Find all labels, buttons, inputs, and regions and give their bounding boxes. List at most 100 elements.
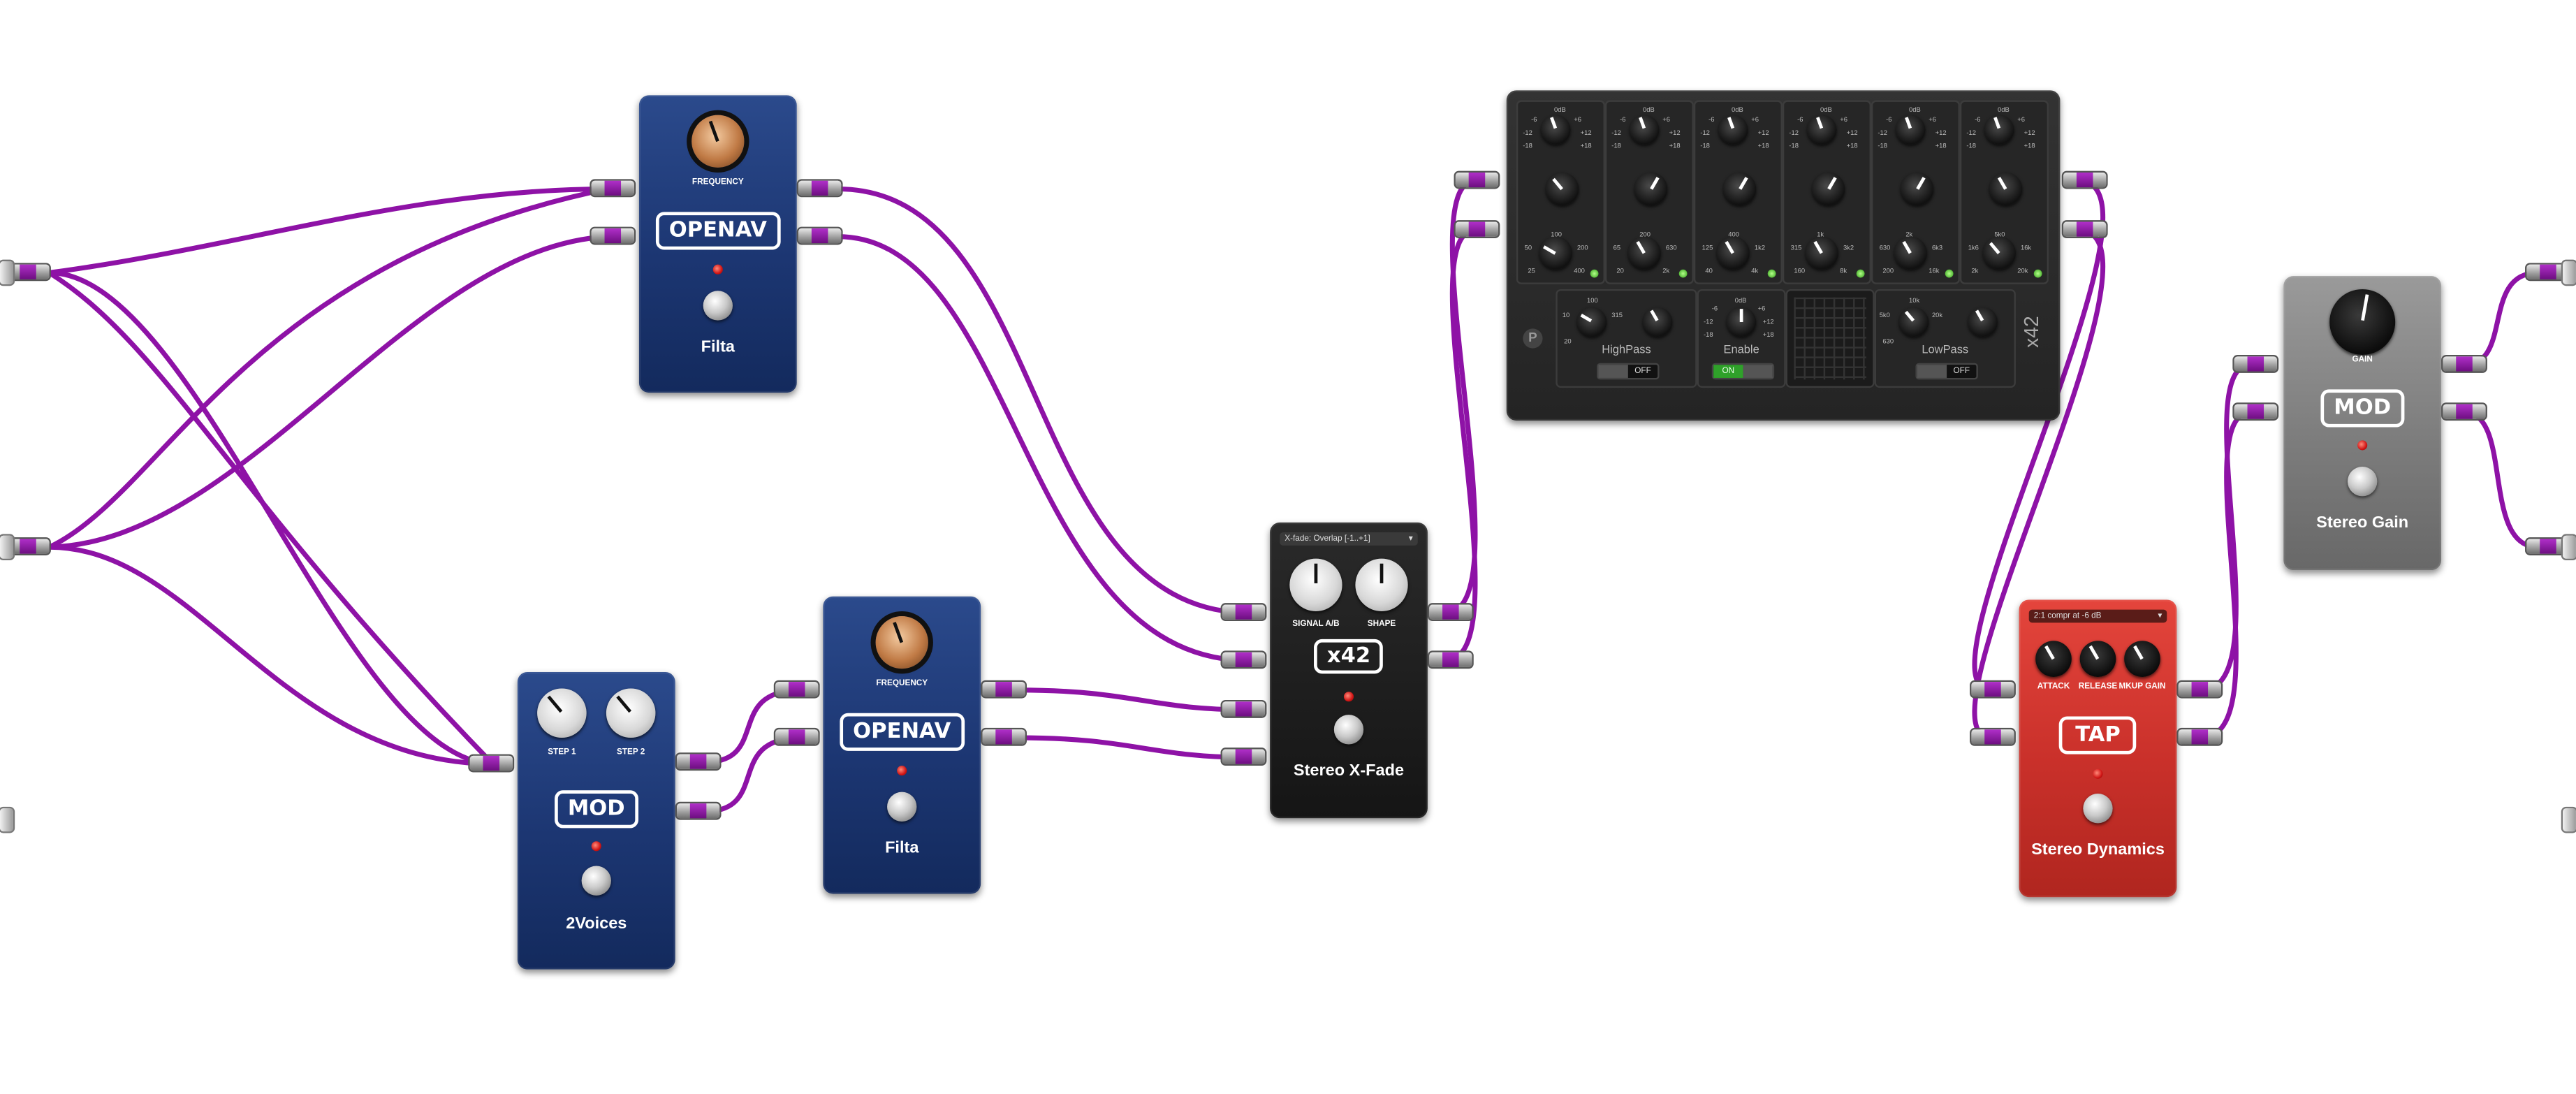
band-enable-led[interactable]	[1678, 269, 1688, 278]
filta-bottom-pedal[interactable]: FREQUENCY OPENAV Filta	[823, 596, 981, 894]
band-freq-knob[interactable]	[1894, 236, 1927, 270]
playback-2-port[interactable]	[2563, 535, 2576, 559]
cable[interactable]	[2461, 270, 2541, 367]
bypass-footswitch[interactable]	[2348, 466, 2378, 497]
band-gain-knob[interactable]	[1718, 115, 1748, 145]
dynamics-out-1[interactable]	[2178, 682, 2221, 697]
filta-top-out-1[interactable]	[798, 180, 842, 196]
dynamics-in-1[interactable]	[1971, 682, 2014, 697]
frequency-knob[interactable]	[691, 115, 745, 168]
band-gain-knob[interactable]	[1896, 115, 1926, 145]
band-freq-knob[interactable]	[1539, 236, 1572, 270]
release-knob[interactable]	[2079, 641, 2116, 678]
cable[interactable]	[835, 186, 1252, 615]
filta-top-pedal[interactable]: FREQUENCY OPENAV Filta	[638, 95, 797, 393]
cable[interactable]	[47, 186, 610, 275]
band-bandwidth-knob[interactable]	[1634, 172, 1668, 205]
preset-selector[interactable]: 2:1 compr at -6 dB▾	[2028, 609, 2167, 623]
playback-1-port[interactable]	[2563, 261, 2576, 284]
bypass-footswitch[interactable]	[581, 866, 611, 896]
xfade-in-2[interactable]	[1222, 652, 1266, 667]
filta-bottom-in-2[interactable]	[775, 729, 819, 745]
band-freq-knob[interactable]	[1982, 236, 2016, 270]
enable-toggle[interactable]: ON	[1711, 363, 1775, 380]
step-1-knob[interactable]	[537, 688, 587, 738]
band-enable-led[interactable]	[1767, 269, 1776, 278]
cable[interactable]	[1972, 227, 2106, 741]
cable[interactable]	[2199, 362, 2253, 693]
dynamics-out-2[interactable]	[2178, 729, 2221, 745]
capture-2-port[interactable]	[0, 535, 13, 559]
attack-knob[interactable]	[2035, 641, 2072, 678]
2voices-out-1[interactable]	[677, 754, 720, 769]
highpass-toggle[interactable]: OFF	[1597, 363, 1660, 380]
mode-selector[interactable]: X-fade: Overlap [-1..+1]▾	[1280, 532, 1418, 546]
filta-top-in-2[interactable]	[591, 228, 634, 244]
xfade-in-1[interactable]	[1222, 604, 1266, 620]
band-enable-led[interactable]	[1590, 269, 1599, 278]
xfade-in-3[interactable]	[1222, 701, 1266, 717]
gain-out-2[interactable]	[2443, 404, 2486, 419]
cable[interactable]	[1972, 178, 2106, 693]
band-enable-led[interactable]	[1945, 269, 1954, 278]
cable[interactable]	[701, 687, 805, 765]
lowpass-q-knob[interactable]	[1968, 307, 1998, 337]
eq-out-2[interactable]	[2063, 221, 2107, 237]
highpass-q-knob[interactable]	[1643, 307, 1673, 337]
filta-bottom-in-1[interactable]	[775, 682, 819, 697]
eq-in-1[interactable]	[1455, 172, 1499, 188]
master-gain-knob[interactable]	[1726, 307, 1757, 337]
cable[interactable]	[1443, 227, 1478, 664]
band-bandwidth-knob[interactable]	[1989, 172, 2023, 205]
band-freq-knob[interactable]	[1805, 236, 1838, 270]
band-bandwidth-knob[interactable]	[1901, 172, 1934, 205]
xfade-in-4[interactable]	[1222, 749, 1266, 764]
capture-midi-port[interactable]	[0, 808, 13, 832]
cable[interactable]	[47, 270, 496, 767]
playback-1-jack[interactable]	[2526, 264, 2570, 279]
band-enable-led[interactable]	[1856, 269, 1865, 278]
band-bandwidth-knob[interactable]	[1723, 172, 1757, 205]
capture-1-jack[interactable]	[6, 264, 50, 279]
step-2-knob[interactable]	[606, 688, 656, 738]
filta-bottom-out-1[interactable]	[982, 682, 1025, 697]
cable[interactable]	[47, 234, 610, 550]
playback-midi-port[interactable]	[2563, 808, 2576, 832]
capture-1-port[interactable]	[0, 261, 13, 284]
bypass-footswitch[interactable]	[703, 291, 733, 321]
band-bandwidth-knob[interactable]	[1812, 172, 1845, 205]
cable[interactable]	[1443, 178, 1478, 615]
lowpass-toggle[interactable]: OFF	[1915, 363, 1978, 380]
stereo-xfade-pedal[interactable]: X-fade: Overlap [-1..+1]▾ SIGNAL A/B SHA…	[1270, 522, 1428, 819]
cable[interactable]	[2461, 409, 2541, 550]
gain-in-1[interactable]	[2234, 356, 2277, 372]
bypass-footswitch[interactable]	[887, 792, 917, 822]
dynamics-in-2[interactable]	[1971, 729, 2014, 745]
band-gain-knob[interactable]	[1630, 115, 1660, 145]
cable[interactable]	[47, 186, 610, 550]
band-gain-knob[interactable]	[1984, 115, 2014, 145]
xfade-out-1[interactable]	[1429, 604, 1472, 620]
cable[interactable]	[47, 544, 496, 767]
bypass-footswitch[interactable]	[2083, 794, 2113, 824]
stereo-dynamics-pedal[interactable]: 2:1 compr at -6 dB▾ ATTACK RELEASE MKUP …	[2019, 599, 2177, 898]
band-enable-led[interactable]	[2033, 269, 2042, 278]
band-freq-knob[interactable]	[1716, 236, 1750, 270]
stereo-gain-pedal[interactable]: GAIN MOD Stereo Gain	[2283, 276, 2442, 571]
capture-2-jack[interactable]	[6, 539, 50, 554]
eq-out-1[interactable]	[2063, 172, 2107, 188]
signal-ab-knob[interactable]	[1289, 558, 1342, 611]
band-freq-knob[interactable]	[1627, 236, 1661, 270]
cable[interactable]	[2199, 409, 2253, 741]
cable[interactable]	[1016, 735, 1252, 760]
filta-top-out-2[interactable]	[798, 228, 842, 244]
filta-bottom-out-2[interactable]	[982, 729, 1025, 745]
xfade-out-2[interactable]	[1429, 652, 1472, 667]
gain-out-1[interactable]	[2443, 356, 2486, 372]
x42-eq-plugin[interactable]: 0dB -6 +6 -12 +12 -18 +18 100 50 200 25 …	[1506, 90, 2061, 421]
gain-in-2[interactable]	[2234, 404, 2277, 419]
shape-knob[interactable]	[1355, 558, 1408, 611]
band-gain-knob[interactable]	[1807, 115, 1837, 145]
filta-top-in-1[interactable]	[591, 180, 634, 196]
